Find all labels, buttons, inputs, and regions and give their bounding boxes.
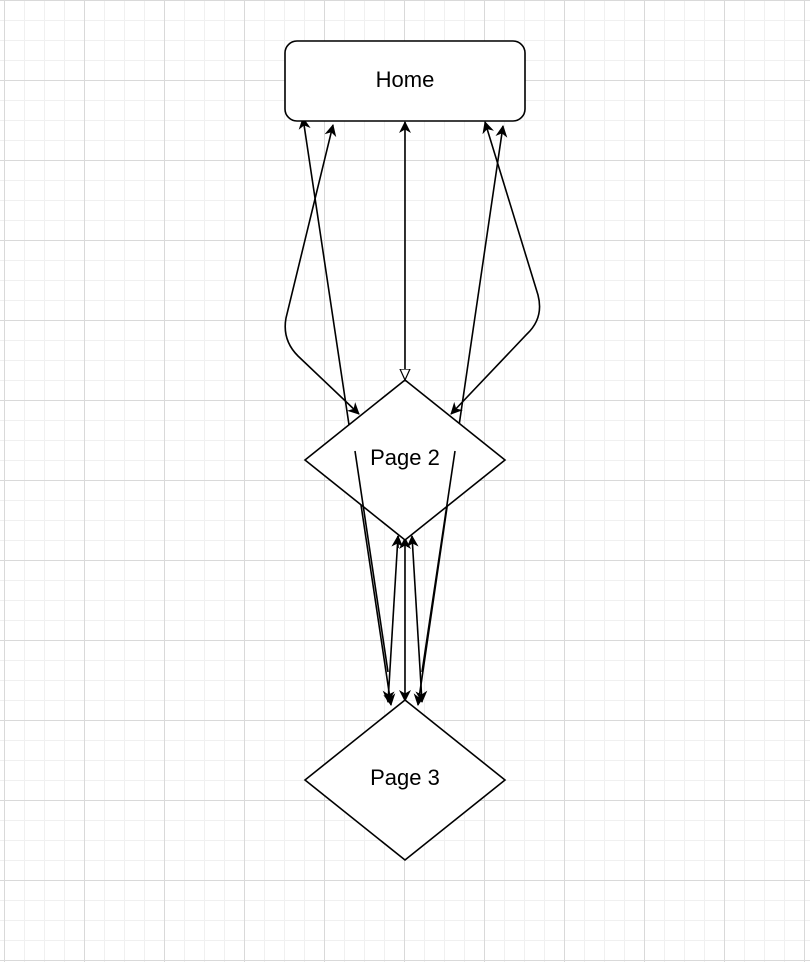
node-home-shape <box>284 40 526 122</box>
edges <box>284 117 541 706</box>
node-page2[interactable]: Page 2 <box>303 378 507 542</box>
node-page2-shape <box>303 378 507 542</box>
node-page3-label: Page 3 <box>370 765 440 790</box>
edge-home-page3-left[interactable] <box>298 117 396 706</box>
node-page3-shape <box>303 698 507 862</box>
edge-page2-page3-right[interactable] <box>406 535 428 703</box>
edge-home-page2-left[interactable] <box>284 124 360 415</box>
node-page3[interactable]: Page 3 <box>303 698 507 862</box>
edge-home-page3-right-overlay <box>421 450 456 673</box>
edge-home-page3-left-overlay <box>354 450 389 673</box>
edge-home-page2-right[interactable] <box>450 121 541 415</box>
edges-overlay <box>354 450 456 673</box>
edge-page2-page3-left[interactable] <box>382 535 404 703</box>
node-home-label: Home <box>376 67 435 92</box>
node-home[interactable]: Home <box>284 40 526 122</box>
node-page2-label: Page 2 <box>370 445 440 470</box>
